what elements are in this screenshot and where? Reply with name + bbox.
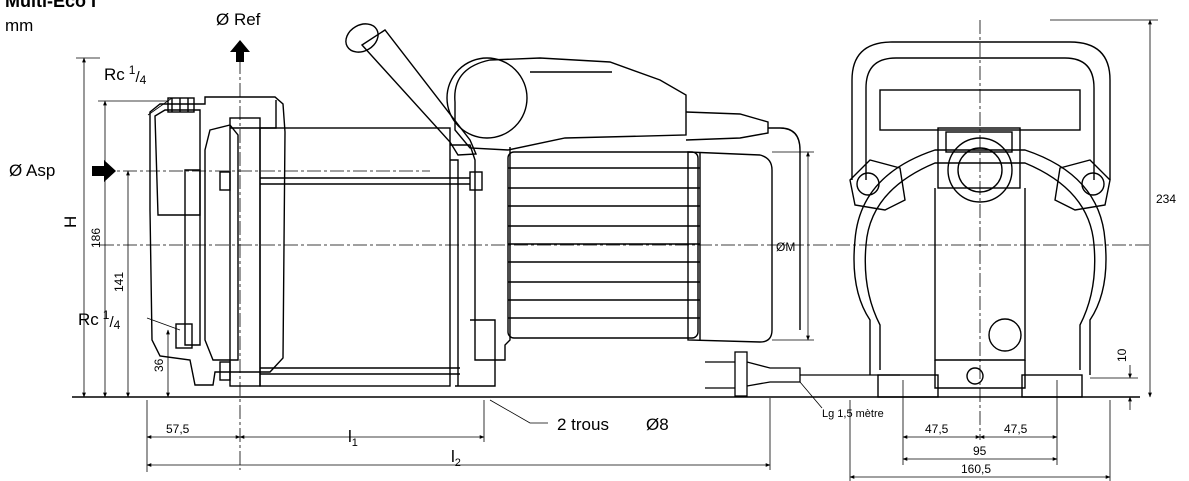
ref-label: Ø Ref: [216, 10, 261, 29]
motor-diameter-label: ØM: [776, 240, 795, 254]
dim-57-5: 57,5: [166, 422, 190, 436]
holes-diameter: Ø8: [646, 415, 669, 434]
dim-141: 141: [112, 272, 126, 292]
pump-front-view: [849, 41, 1111, 398]
dim-160-5: 160,5: [961, 462, 991, 476]
dim-47-5-right: 47,5: [1004, 422, 1028, 436]
dim-95: 95: [973, 444, 987, 458]
flow-arrows: [92, 40, 250, 182]
dim-10: 10: [1115, 348, 1129, 362]
dimension-lines: [76, 19, 1158, 481]
l1-label: l1: [348, 427, 358, 449]
unit-label: mm: [5, 16, 34, 35]
power-plug: [705, 351, 900, 397]
asp-label: Ø Asp: [9, 161, 55, 180]
asp-arrow-icon: [92, 160, 116, 182]
pump-head-side: [149, 96, 286, 387]
dim-36: 36: [152, 358, 166, 372]
dim-234: 234: [1156, 192, 1176, 206]
dim-186: 186: [89, 228, 103, 248]
center-lines: [100, 20, 1150, 470]
holes-label: 2 trous: [557, 415, 609, 434]
motor-body-side: [219, 23, 801, 387]
ref-arrow-icon: [230, 40, 250, 62]
dim-47-5-left: 47,5: [925, 422, 949, 436]
height-label: H: [61, 216, 80, 228]
drawing-title: Multi-Eco I: [5, 0, 96, 11]
cable-length-label: Lg 1,5 mètre: [822, 408, 884, 420]
l2-label: l2: [451, 447, 461, 469]
